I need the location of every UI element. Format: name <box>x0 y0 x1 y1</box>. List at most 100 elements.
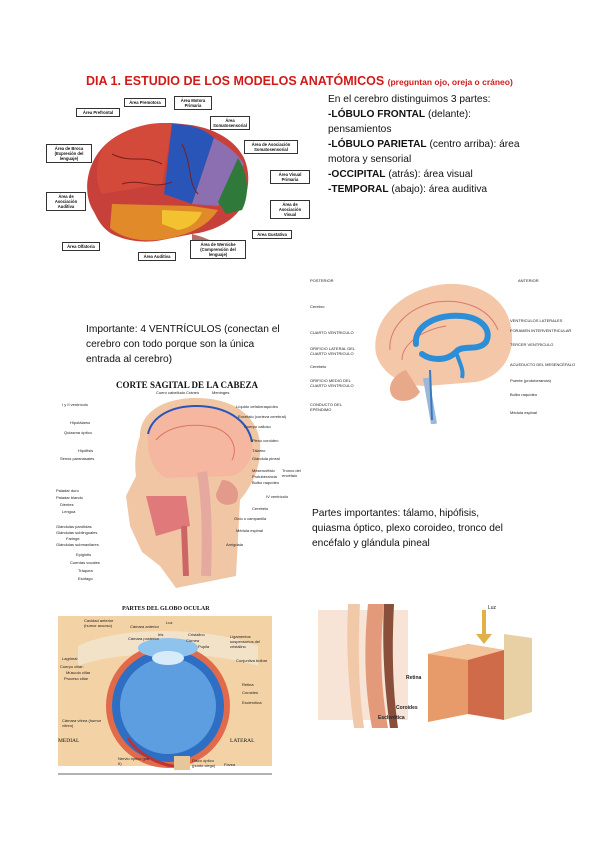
label-e-t2: Cristalino <box>188 632 205 637</box>
label-retina: Retina <box>406 675 422 681</box>
label-e-l2: Cámara posterior <box>128 636 159 641</box>
label-e-r6: Fóvea <box>224 762 236 767</box>
label-bulbo: Bulbo raquídeo <box>510 392 538 397</box>
lobe-occipital: -OCCIPITAL (atrás): área visual <box>328 169 473 180</box>
label-e-l0: Cavidad anterior (humor acuoso) <box>84 618 114 628</box>
label-s-l3: Hipófisis <box>78 448 94 453</box>
label-s-r10: IV ventrículo <box>266 494 289 499</box>
label-cuarto-ventriculo: CUARTO VENTRICULO <box>310 330 354 335</box>
ventricles-figure: POSTERIOR ANTERIOR Cerebro CUARTO VENTRI… <box>306 274 590 424</box>
label-lateral: LATERAL <box>230 738 255 744</box>
ventricles-note: Importante: 4 VENTRÍCULOS (conectan el c… <box>86 324 280 365</box>
label-s-r0: Líquido cefalorraquídeo <box>236 404 279 409</box>
label-craneo: Cráneo <box>186 390 200 395</box>
label-e-r5: Disco óptico (punto ciego) <box>192 758 216 768</box>
label-motora: Área Motora Primaria <box>174 96 212 110</box>
label-e-r3: Coroides <box>242 690 259 695</box>
label-s-l11: Faringe <box>66 536 80 541</box>
label-asoc-visual: Área de Asociación Visual <box>270 200 310 219</box>
label-anterior: ANTERIOR <box>518 278 539 283</box>
label-s-l12: Glándulas submaxilares <box>56 542 99 547</box>
label-s-r13: Médula espinal <box>236 528 263 533</box>
label-e-r1: Conjuntiva bulbar <box>236 658 268 663</box>
label-s-r8: Bulbo raquídeo <box>252 480 280 485</box>
label-s-l13: Epiglotis <box>76 552 92 557</box>
label-esclerotica: Esclerótica <box>378 715 405 721</box>
parts-note: Partes importantes: tálamo, hipófisis, q… <box>312 508 503 549</box>
label-cerebro: Cerebro <box>310 304 325 309</box>
label-s-l10: Glándulas sublinguales <box>56 530 98 535</box>
label-s-r6: Mesencéfalo <box>252 468 275 473</box>
label-e-l6: Proceso ciliar <box>64 676 89 681</box>
page-title: DIA 1. ESTUDIO DE LOS MODELOS ANATÓMICOS… <box>86 74 513 88</box>
label-somatosensorial: Área Somatosensorial <box>210 116 250 130</box>
label-medial: MEDIAL <box>58 738 80 744</box>
label-e-t1: Iris <box>158 632 164 637</box>
sagittal-head-figure: CORTE SAGITAL DE LA CABEZA Cuero cabellu… <box>56 376 308 590</box>
label-s-r14: Amígdala <box>226 542 243 547</box>
brain-lobes-figure: Área Prefrontal Área Premotora Área Moto… <box>42 94 312 266</box>
eye-caption: PARTES DEL GLOBO OCULAR <box>122 606 210 612</box>
label-medula: Médula espinal <box>510 410 537 415</box>
label-tercer-ventriculo: TERCER VENTRICULO <box>510 342 554 347</box>
label-luz: Luz <box>488 605 497 611</box>
lobe-frontal-desc: pensamientos <box>328 124 392 135</box>
sagittal-illustration <box>126 398 261 588</box>
label-s-l15: Tráquea <box>78 568 93 573</box>
retina-figure: Luz Retina Coroides Esclerótica <box>318 604 552 728</box>
lobe-parietal: -LÓBULO PARIETAL (centro arriba): área <box>328 139 520 150</box>
label-e-r0: Ligamentos suspensorios del cristalino <box>230 634 261 649</box>
label-s-l14: Cuerdas vocales <box>70 560 100 565</box>
label-auditiva: Área Auditiva <box>138 252 176 261</box>
label-meninges: Meninges <box>212 390 230 395</box>
lobe-frontal: -LÓBULO FRONTAL (delante): <box>328 109 472 120</box>
sagittal-caption: CORTE SAGITAL DE LA CABEZA <box>116 380 259 390</box>
label-cuero: Cuero cabelludo <box>156 390 186 395</box>
label-s-r7: Protuberancia <box>252 474 277 479</box>
label-s-r12: Oído o campanilla <box>234 516 267 521</box>
label-conducto-ependimo: CONDUCTO DEL EPÉNDIMO <box>310 402 342 412</box>
brain-parts-text: En el cerebro distinguimos 3 partes: -LÓ… <box>328 92 588 197</box>
eye-figure: PARTES DEL GLOBO OCULAR Cavidad anterior… <box>58 606 272 778</box>
label-s-l5: Paladar duro <box>56 488 79 493</box>
label-e-r2: Retina <box>242 682 254 687</box>
label-e-l4: Cuerpo ciliar: <box>60 664 84 669</box>
label-cerebelo: Cerebelo <box>310 364 327 369</box>
label-s-r2: Cuerpo calloso <box>244 424 271 429</box>
label-s-l1: Hipotálamo <box>70 420 91 425</box>
label-e-l5: Músculo ciliar <box>66 670 91 675</box>
label-s-l0: I y II ventrículo <box>62 402 89 407</box>
label-acueducto: ACUEDUCTO DEL MESENCÉFALO <box>510 362 576 367</box>
label-s-r1: Encéfalo (corteza cerebral) <box>238 414 287 419</box>
ventricles-illustration <box>375 283 512 424</box>
label-visual-primaria: Área Visual Primaria <box>270 170 310 184</box>
label-e-t4: Pupila <box>198 644 210 649</box>
label-e-t3: Córnea <box>186 638 200 643</box>
label-s-r11: Cerebelo <box>252 506 269 511</box>
label-s-r3: Plexo coroideo <box>252 438 279 443</box>
label-s-r9: Tronco del encéfalo <box>282 468 301 478</box>
brain-parts-intro: En el cerebro distinguimos 3 partes: <box>328 94 491 105</box>
lobe-temporal: -TEMPORAL (abajo): área auditiva <box>328 184 488 195</box>
label-s-l7: Dientes <box>60 502 74 507</box>
label-e-r4: Esclerótica <box>242 700 262 705</box>
page-title-main: DIA 1. ESTUDIO DE LOS MODELOS ANATÓMICOS <box>86 74 385 88</box>
label-s-l2: Quiasma óptico <box>64 430 92 435</box>
label-s-r5: Glándula pineal <box>252 456 280 461</box>
label-premotora: Área Premotora <box>124 98 166 107</box>
label-gustativa: Área Gustativa <box>252 230 292 239</box>
label-s-l6: Paladar blando <box>56 495 83 500</box>
label-s-r4: Tálamo <box>252 448 266 453</box>
label-olfatoria: Área Olfatoria <box>62 242 100 251</box>
label-broca: Área de Broca (Expresión del lenguaje) <box>46 144 92 163</box>
label-puente: Puente (protuberancia) <box>510 378 551 383</box>
label-coroides: Coroides <box>396 705 418 711</box>
label-e-l8: Nervio óptico (par II) <box>118 756 150 766</box>
label-s-l4: Senos paranasales <box>60 456 95 461</box>
eye-illustration <box>58 616 272 775</box>
label-prefrontal: Área Prefrontal <box>76 108 120 117</box>
label-wernicke: Área de Wernicke (Comprensión del lengua… <box>190 240 246 259</box>
label-s-l8: Lengua <box>62 509 76 514</box>
label-posterior: POSTERIOR <box>310 278 334 283</box>
lobe-parietal-desc: motora y sensorial <box>328 154 412 165</box>
